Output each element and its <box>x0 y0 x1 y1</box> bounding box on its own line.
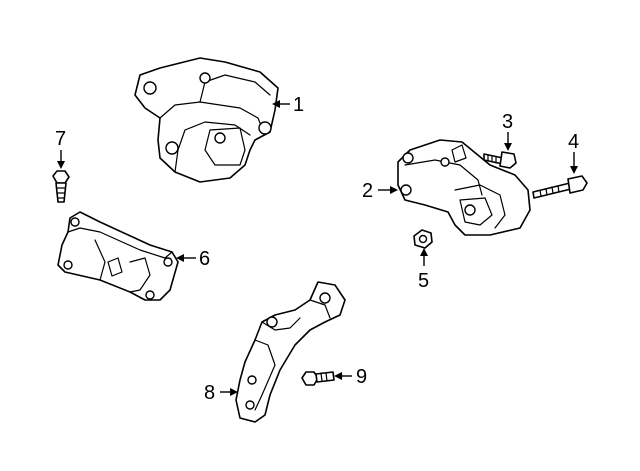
callout-7: 7 <box>55 128 66 169</box>
callout-8: 8 <box>204 382 238 404</box>
callout-9: 9 <box>334 366 367 388</box>
part-1-engine-mount[interactable] <box>134 57 279 183</box>
part-9-bolt[interactable] <box>301 371 335 386</box>
callout-1: 1 <box>272 94 304 116</box>
part-5-nut[interactable] <box>413 229 433 249</box>
svg-text:2: 2 <box>362 180 373 202</box>
part-6-bracket[interactable] <box>57 211 179 301</box>
svg-text:4: 4 <box>568 131 579 153</box>
svg-text:3: 3 <box>502 111 513 133</box>
callout-2: 2 <box>362 180 398 202</box>
part-4-bolt[interactable] <box>532 175 588 199</box>
callout-3: 3 <box>502 111 513 151</box>
callout-4: 4 <box>568 131 579 174</box>
svg-text:6: 6 <box>199 248 210 270</box>
svg-text:1: 1 <box>293 94 304 116</box>
svg-text:7: 7 <box>55 128 66 150</box>
part-3-bolt[interactable] <box>483 151 517 169</box>
svg-text:9: 9 <box>356 366 367 388</box>
callout-6: 6 <box>176 248 210 270</box>
callout-5: 5 <box>418 248 429 292</box>
svg-text:8: 8 <box>204 382 215 404</box>
part-8-torque-strut[interactable] <box>235 281 346 423</box>
part-2-transmission-mount[interactable] <box>397 139 531 236</box>
svg-text:5: 5 <box>418 270 429 292</box>
part-7-bolt[interactable] <box>52 170 70 203</box>
